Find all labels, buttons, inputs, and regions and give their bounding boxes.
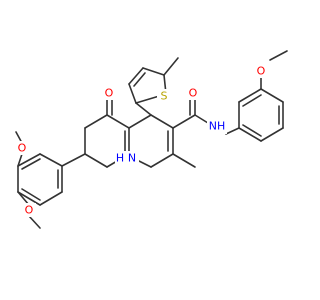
atom-label-layer: O O O O O S NH N H bbox=[15, 64, 268, 217]
ketone-oxygen: O bbox=[105, 87, 114, 100]
thiophene-sulfur-bg bbox=[157, 89, 171, 103]
methoxy-o2-bg bbox=[22, 203, 36, 217]
bond-layer bbox=[15, 50, 288, 229]
amide-oxygen-bg bbox=[186, 86, 200, 100]
molecule-diagram: O O O O O S NH N H bbox=[15, 50, 288, 229]
methoxy-oxygen-3: O bbox=[257, 65, 266, 78]
methoxy-o3-bg bbox=[254, 64, 268, 78]
ring-hydrogen-bg bbox=[115, 151, 125, 165]
amide-oxygen: O bbox=[189, 87, 198, 100]
methoxy-oxygen-1: O bbox=[18, 142, 27, 155]
methoxy-oxygen-2: O bbox=[25, 204, 34, 217]
amide-nh: NH bbox=[209, 120, 226, 133]
structure-svg: O O O O O S NH N H bbox=[15, 50, 288, 229]
ring-nitrogen: N bbox=[128, 152, 136, 165]
methoxy-o1-bg bbox=[15, 141, 29, 155]
ring-nitrogen-bg bbox=[125, 151, 139, 165]
thiophene-sulfur: S bbox=[161, 90, 168, 103]
ketone-oxygen-bg bbox=[102, 86, 116, 100]
ring-hydrogen: H bbox=[116, 152, 124, 165]
amide-nh-bg bbox=[207, 118, 227, 134]
